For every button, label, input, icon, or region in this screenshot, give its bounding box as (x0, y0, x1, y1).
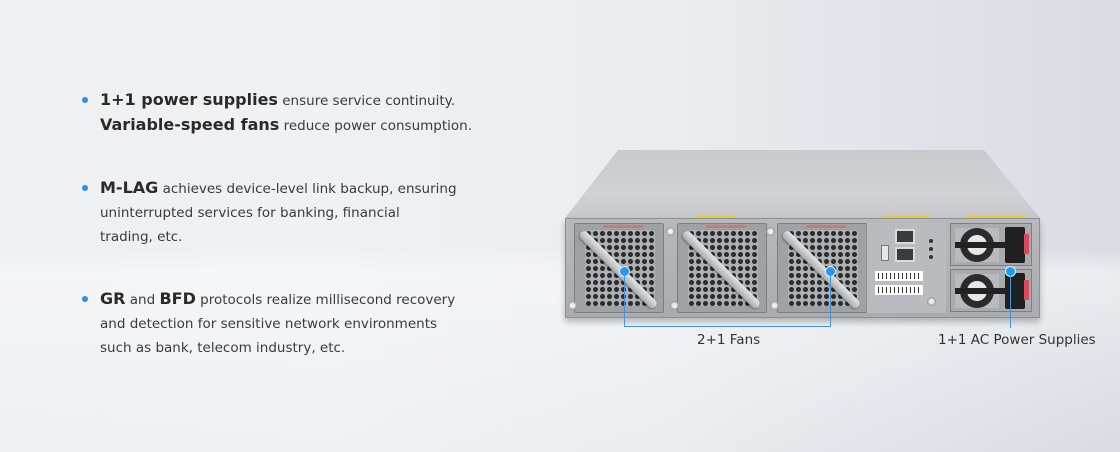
screw-icon (766, 227, 775, 236)
ground-screw-icon (927, 297, 936, 306)
barcode-label (875, 271, 923, 281)
psu-latch (1024, 280, 1029, 300)
feature-keyword: 1+1 power supplies (100, 90, 278, 109)
fan-callout-line (830, 276, 831, 327)
fans-label: 2+1 Fans (697, 332, 761, 348)
feature-text: protocols realize millisecond recovery (195, 292, 456, 308)
screw-icon (666, 227, 675, 236)
fan-callout-bracket (624, 326, 831, 327)
feature-keyword: M-LAG (100, 178, 159, 197)
switch-rear-panel-image (565, 150, 1040, 318)
screw-icon (670, 301, 679, 310)
fan-module-2 (677, 223, 767, 313)
management-panel (866, 223, 946, 313)
feature-text: achieves device-level link backup, ensur… (158, 181, 457, 197)
mgmt-port (895, 247, 915, 262)
feature-text: and detection for sensitive network envi… (100, 316, 438, 332)
screw-icon (770, 301, 779, 310)
feature-keyword: GR (100, 289, 126, 308)
power-supply-2 (950, 269, 1032, 312)
fan-module-3 (777, 223, 867, 313)
bullet-icon (82, 185, 88, 191)
ac-socket (1005, 273, 1025, 309)
screw-icon (568, 301, 577, 310)
led-indicator (929, 239, 933, 243)
console-port (895, 229, 915, 244)
feature-text: trading, etc. (100, 229, 183, 245)
led-indicator (929, 247, 933, 251)
warning-sticker (883, 215, 929, 218)
fan-callout-line (624, 276, 625, 327)
bullet-icon (82, 97, 88, 103)
barcode-label (875, 285, 923, 295)
feature-power-fans: 1+1 power supplies ensure service contin… (80, 88, 480, 138)
feature-gr-bfd: GR and BFD protocols realize millisecond… (80, 287, 480, 360)
feature-text: and (125, 292, 160, 308)
warning-sticker (965, 215, 1025, 218)
chassis-front (565, 218, 1040, 318)
bullet-icon (82, 296, 88, 302)
feature-text: ensure service continuity. (277, 93, 455, 109)
feature-mlag: M-LAG achieves device-level link backup,… (80, 176, 480, 249)
psu-callout-line (1010, 276, 1011, 328)
psu-latch (1024, 234, 1029, 254)
feature-text: reduce power consumption. (279, 118, 472, 134)
warning-sticker (695, 215, 735, 218)
psu-label: 1+1 AC Power Supplies (938, 332, 1096, 348)
feature-text: uninterrupted services for banking, fina… (100, 205, 400, 221)
feature-keyword: Variable-speed fans (100, 115, 280, 134)
ac-socket (1005, 227, 1025, 263)
power-supply-1 (950, 223, 1032, 266)
feature-text: such as bank, telecom industry, etc. (100, 340, 346, 356)
led-indicator (929, 255, 933, 259)
usb-port (881, 245, 889, 261)
feature-keyword: BFD (159, 289, 196, 308)
chassis-top (565, 150, 1040, 218)
